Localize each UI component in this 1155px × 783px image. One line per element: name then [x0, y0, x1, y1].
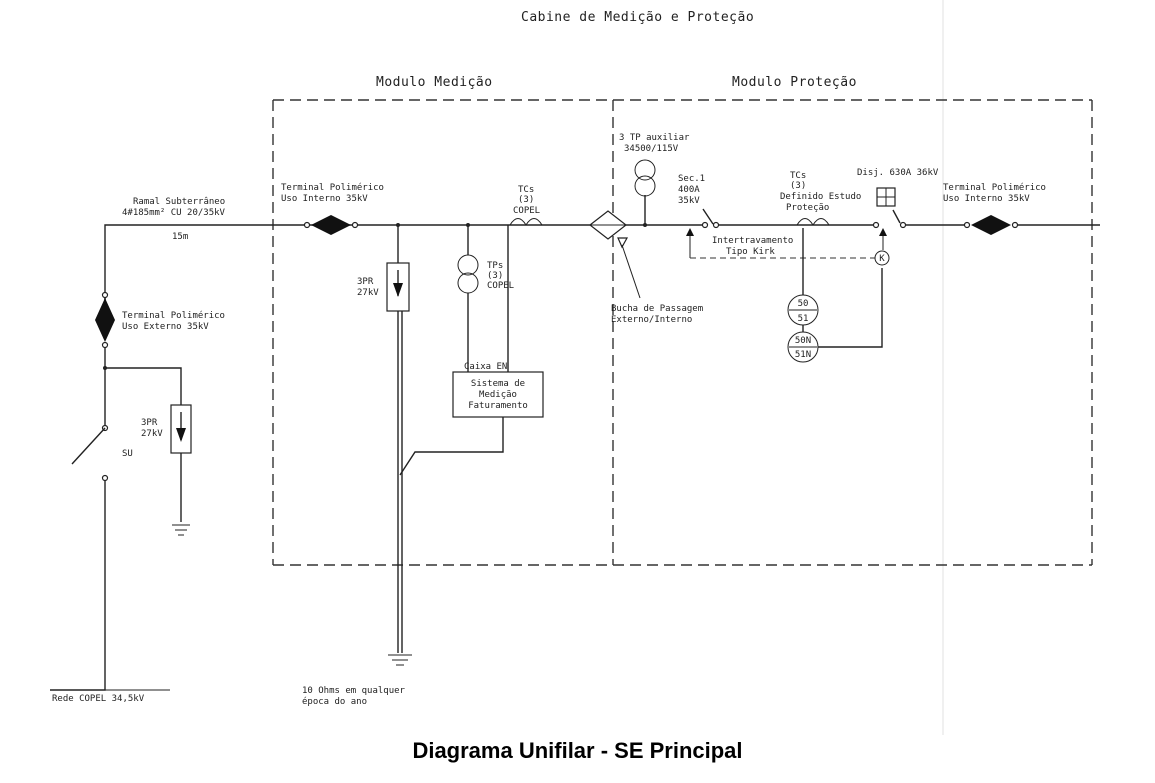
- pr-int-label-1: 3PR: [357, 277, 374, 287]
- bucha-label-2: Externo/Interno: [611, 315, 692, 325]
- tps-copel-symbol: [457, 254, 479, 294]
- ground-note-2: época do ano: [302, 696, 367, 707]
- ramal-cable: [104, 224, 590, 302]
- tps-label-2: (3): [487, 271, 503, 281]
- terminal-int1-symbol: [303, 215, 359, 235]
- pr-int-label-2: 27kV: [357, 288, 379, 298]
- kirk-lock-symbol: [874, 250, 890, 266]
- kirk-k-label: K: [879, 254, 885, 264]
- caixa-en-label: Caixa EN: [464, 362, 507, 372]
- pr-ext-branch: [105, 367, 182, 405]
- terminal-int1-label-2: Uso Interno 35kV: [281, 194, 368, 204]
- modulo-protecao-label: Modulo Proteção: [732, 75, 857, 90]
- sistema-label-1: Sistema de: [471, 379, 525, 389]
- tcs-prot-label-4: Proteção: [786, 203, 829, 213]
- tp-aux-label-1: 3 TP auxiliar: [619, 133, 690, 143]
- su-label: SU: [122, 449, 133, 459]
- tcs-copel-label-3: COPEL: [513, 206, 540, 216]
- sistema-label-3: Faturamento: [468, 401, 528, 411]
- pr-int-surge-arrester-symbol: [386, 262, 410, 312]
- pr-ext-label-1: 3PR: [141, 418, 158, 428]
- intertravamento-label-2: Tipo Kirk: [726, 247, 775, 257]
- tps-label-3: COPEL: [487, 281, 514, 291]
- disjuntor-symbol: [872, 187, 907, 250]
- seccionadora-symbol: [701, 208, 720, 229]
- relay-51n-label: 51N: [795, 350, 811, 360]
- sec-label-3: 35kV: [678, 196, 700, 206]
- rede-copel-line: [50, 481, 106, 691]
- tcs-copel-label-1: TCs: [518, 185, 534, 195]
- caixa-en-box: [452, 371, 544, 418]
- intertravamento-label-1: Intertravamento: [712, 236, 793, 246]
- terminal-int2-label-1: Terminal Polimérico: [943, 182, 1046, 193]
- tcs-prot-label-1: TCs: [790, 171, 806, 181]
- ground-note-1: 10 Ohms em qualquer: [302, 686, 406, 696]
- kirk-arrow-head: [686, 228, 694, 236]
- tp-auxiliar-symbol: [634, 159, 656, 197]
- diagram-caption: Diagrama Unifilar - SE Principal: [412, 738, 743, 763]
- modulo-protecao-boundary: [612, 99, 1093, 566]
- terminal-int2-label-2: Uso Interno 35kV: [943, 194, 1030, 204]
- terminal-externo-label-2: Uso Externo 35kV: [122, 322, 209, 332]
- tcs-copel-label-2: (3): [518, 195, 534, 205]
- terminal-int2-symbol: [963, 215, 1019, 235]
- tcs-protecao-symbol: [796, 218, 830, 226]
- sec-label-1: Sec.1: [678, 174, 705, 184]
- disj-label: Disj. 630A 36kV: [857, 168, 939, 178]
- bucha-passagem-symbol: [589, 210, 641, 299]
- rede-copel-label: Rede COPEL 34,5kV: [52, 694, 145, 704]
- main-ground-symbol: [388, 654, 412, 666]
- tcs-prot-label-2: (3): [790, 181, 806, 191]
- terminal-externo-label-1: Terminal Polimérico: [122, 310, 225, 321]
- ramal-label-2: 4#185mm² CU 20/35kV: [122, 208, 226, 218]
- ramal-label-1: Ramal Subterrâneo: [133, 197, 225, 207]
- su-switch-symbol: [71, 424, 109, 482]
- tp-aux-label-2: 34500/115V: [624, 144, 679, 154]
- terminal-externo-symbol: [95, 291, 115, 349]
- relay-50-label: 50: [798, 299, 809, 309]
- sec-label-2: 400A: [678, 185, 700, 195]
- relay-51-label: 51: [798, 314, 809, 324]
- single-line-diagram: Cabine de Medição e Proteção Modulo Medi…: [50, 0, 1100, 735]
- tcs-prot-label-3: Definido Estudo: [780, 192, 861, 202]
- sistema-label-2: Medição: [479, 390, 517, 400]
- pr-ext-surge-arrester-symbol: [170, 404, 192, 536]
- relay-50n-label: 50N: [795, 336, 811, 346]
- modulo-medicao-boundary: [272, 99, 613, 566]
- ramal-length-label: 15m: [172, 232, 188, 242]
- relay-trip-wire: [818, 268, 883, 348]
- tps-label-1: TPs: [487, 261, 503, 271]
- pr-ext-label-2: 27kV: [141, 429, 163, 439]
- cabine-title: Cabine de Medição e Proteção: [521, 10, 754, 25]
- modulo-medicao-label: Modulo Medição: [376, 75, 493, 90]
- terminal-int1-label-1: Terminal Polimérico: [281, 182, 384, 193]
- caixa-ground-link: [399, 417, 504, 476]
- tcs-copel-symbol: [509, 218, 543, 226]
- bucha-label-1: Bucha de Passagem: [611, 304, 703, 314]
